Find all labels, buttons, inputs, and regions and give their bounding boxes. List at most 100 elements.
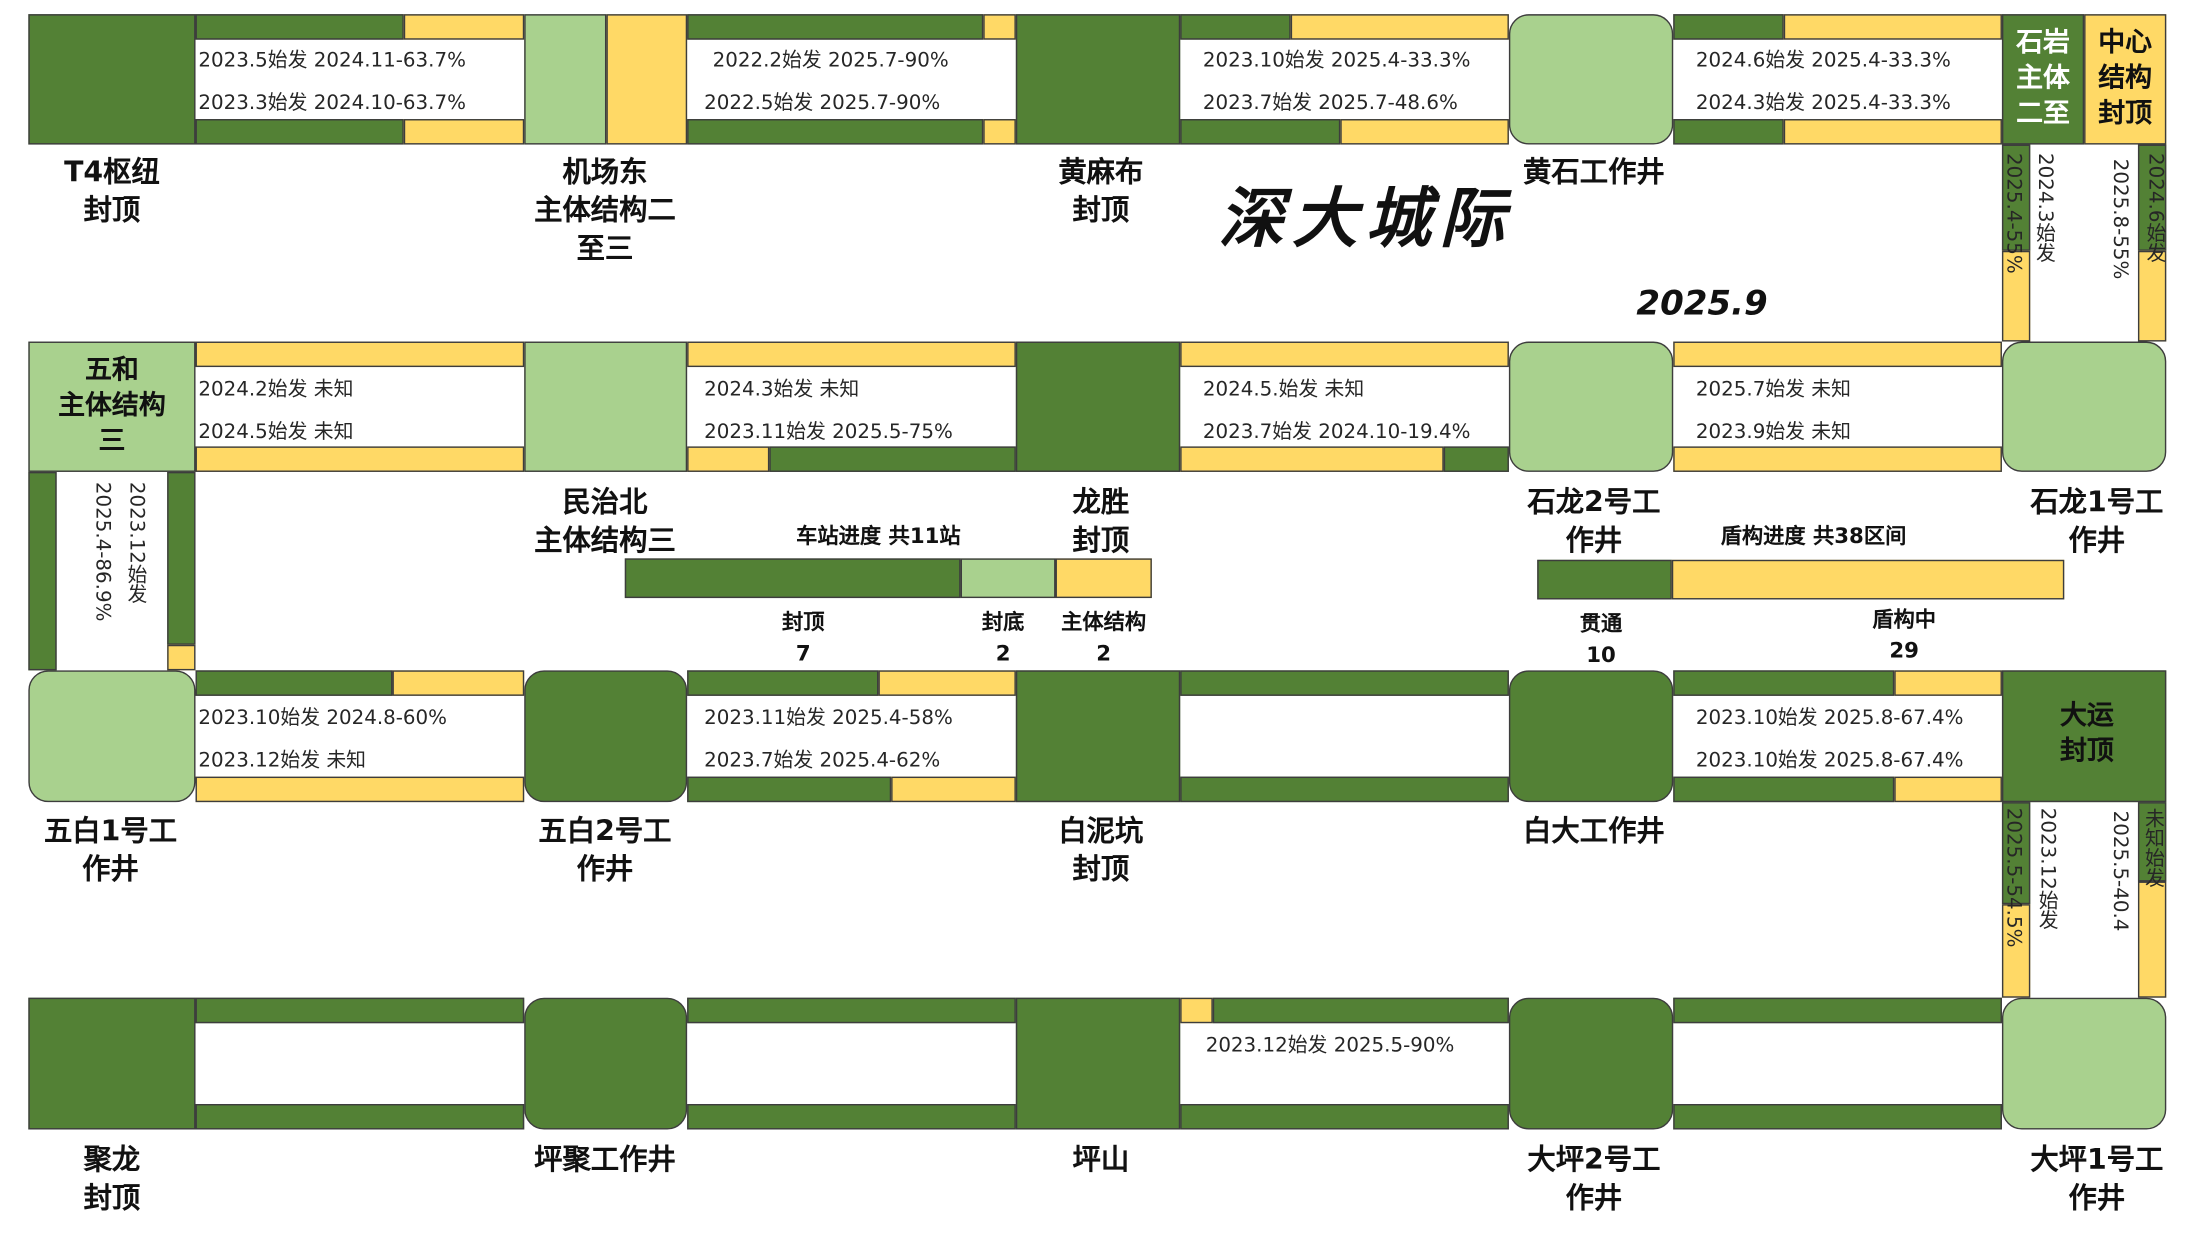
tunnel-band-left	[2001, 250, 2031, 342]
tunnel-note: 2023.11始发 2025.5-75%	[704, 420, 953, 444]
tunnel-band-bottom	[687, 119, 984, 145]
tunnel-band-right	[2137, 144, 2167, 251]
legend-sealed-floor: 封底 2	[981, 609, 1025, 667]
tunnel-band-top	[195, 670, 393, 696]
tunnel-band-top	[195, 14, 404, 40]
station-airport-east-a	[524, 14, 607, 145]
station-label-daping1: 大坪1号工 作井	[2030, 1142, 2164, 1215]
station-label-wubai1: 五白1号工 作井	[43, 813, 178, 886]
tunnel-band-top	[1212, 997, 1509, 1024]
station-label-shilong2: 石龙2号工 作井	[1527, 484, 1661, 557]
tunnel-note: 2024.6始发 2025.4-33.3%	[1695, 49, 1951, 73]
tunnel-band-right	[2137, 802, 2167, 882]
tunnel-note: 2024.6始发	[2143, 153, 2167, 263]
station-huangshi	[1508, 14, 1674, 145]
tunnel-note: 未知始发	[2142, 807, 2165, 888]
tunnel-note: 2023.11始发 2025.4-58%	[704, 707, 953, 730]
tunnel-band-left	[2001, 904, 2031, 998]
tunnel-band-top	[687, 670, 879, 696]
tunnel-band-top	[878, 670, 1016, 696]
tunnel-band-bottom	[1340, 119, 1509, 145]
tunnel-note: 2023.10始发 2025.4-33.3%	[1202, 49, 1471, 73]
station-bainikeng	[1015, 670, 1181, 803]
tunnel-band-top	[1180, 670, 1509, 696]
tunnel-band-top	[1673, 14, 1784, 40]
tunnel-note: 2024.5.始发 未知	[1202, 378, 1365, 402]
tunnel-band-top	[983, 14, 1016, 40]
legend-in-progress: 盾构中 29	[1872, 606, 1937, 664]
tunnel-note: 2025.7始发 未知	[1695, 378, 1851, 402]
station-label-longsheng: 龙胜 封顶	[1072, 484, 1130, 557]
station-pingju	[524, 997, 688, 1130]
station-progress-bar	[624, 558, 1152, 599]
station-label-daping2: 大坪2号工 作井	[1527, 1142, 1661, 1215]
tunnel-note: 2023.9始发 未知	[1695, 420, 1851, 444]
tunnel-band-bottom	[195, 119, 404, 145]
tunnel-band-bottom	[687, 446, 770, 472]
tunnel-band-bottom	[1180, 446, 1444, 472]
station-daping2	[1508, 997, 1674, 1130]
tunnel-band-bottom	[1894, 776, 2002, 803]
station-label-pingju: 坪聚工作井	[534, 1142, 676, 1177]
tunnel-note: 2023.7始发 2024.10-19.4%	[1202, 420, 1471, 444]
tunnel-band-left	[2001, 802, 2031, 905]
tunnel-band-bottom	[687, 1103, 1016, 1130]
tunnel-band-top	[1290, 14, 1509, 40]
tunnel-band-bottom	[403, 119, 525, 145]
bar-segment-through	[1537, 559, 1673, 600]
station-label-wubai2: 五白2号工 作井	[538, 813, 672, 886]
station-wubai1	[28, 670, 196, 803]
station-label-center: 中心 结构 封顶	[2098, 26, 2153, 129]
tunnel-band-left	[28, 471, 57, 671]
diagram-date: 2025.9	[1636, 283, 1768, 324]
station-label-shiyan: 石岩 主体 二至	[2016, 26, 2070, 129]
tunnel-band-bottom	[1443, 446, 1509, 472]
station-pingshan	[1015, 997, 1181, 1130]
tunnel-band-top	[1673, 341, 2002, 368]
station-daping1	[2001, 997, 2167, 1130]
tunnel-band-bottom	[195, 776, 525, 803]
tunnel-band-top	[1180, 997, 1213, 1024]
tunnel-band-top	[687, 341, 1016, 368]
station-label-bainikeng: 白泥坑 封顶	[1058, 813, 1144, 886]
tunnel-band-bottom	[1180, 1103, 1509, 1130]
station-minzhibei	[524, 341, 688, 472]
station-julong	[28, 997, 196, 1130]
station-label-dayun: 大运 封顶	[2060, 700, 2114, 767]
tunnel-band-right	[167, 471, 196, 645]
tunnel-band-bottom	[891, 776, 1016, 803]
station-huangmabu	[1015, 14, 1181, 145]
tunnel-band-bottom	[687, 776, 892, 803]
tunnel-note: 2023.7始发 2025.7-48.6%	[1202, 92, 1458, 115]
tunnel-band-top	[1180, 14, 1291, 40]
tunnel-band-top	[1673, 670, 1895, 696]
station-wuhe	[28, 341, 196, 472]
station-label-shilong1: 石龙1号工 作井	[2030, 484, 2164, 557]
bar-segment-in-progress	[1672, 559, 2065, 600]
tunnel-note: 2025.5-54.5%	[2001, 807, 2025, 948]
tunnel-band-top	[687, 997, 1016, 1024]
tunnel-note: 2024.3始发 2025.4-33.3%	[1695, 92, 1951, 115]
station-longsheng	[1015, 341, 1181, 472]
tunnel-band-top	[1894, 670, 2002, 696]
tunnel-band-top	[1673, 997, 2002, 1024]
bar-segment-sealed-roof	[624, 558, 961, 599]
tunnel-band-bottom	[1673, 119, 1784, 145]
tunnel-note: 2023.12始发	[2035, 807, 2059, 930]
tunnel-band-top	[392, 670, 525, 696]
tunnel-note: 2024.3始发 未知	[704, 378, 860, 402]
tunnel-band-top	[687, 14, 984, 40]
tunnel-note: 2023.10始发 2025.8-67.4%	[1695, 749, 1964, 773]
tunnel-note: 2023.3始发 2024.10-63.7%	[198, 92, 466, 115]
station-label-pingshan: 坪山	[1072, 1142, 1130, 1177]
tunnel-band-left	[2001, 144, 2031, 251]
tunnel-note: 2025.4-86.9%	[90, 481, 114, 622]
shield-progress-title: 盾构进度 共38区间	[1720, 522, 1907, 549]
tunnel-note: 2023.12始发	[124, 481, 148, 604]
station-label-baida: 白大工作井	[1523, 813, 1665, 848]
tunnel-band-bottom	[195, 1103, 525, 1130]
tunnel-note: 2025.8-55%	[2108, 158, 2131, 280]
tunnel-band-top	[1180, 341, 1509, 368]
tunnel-note: 2022.5始发 2025.7-90%	[704, 92, 941, 115]
